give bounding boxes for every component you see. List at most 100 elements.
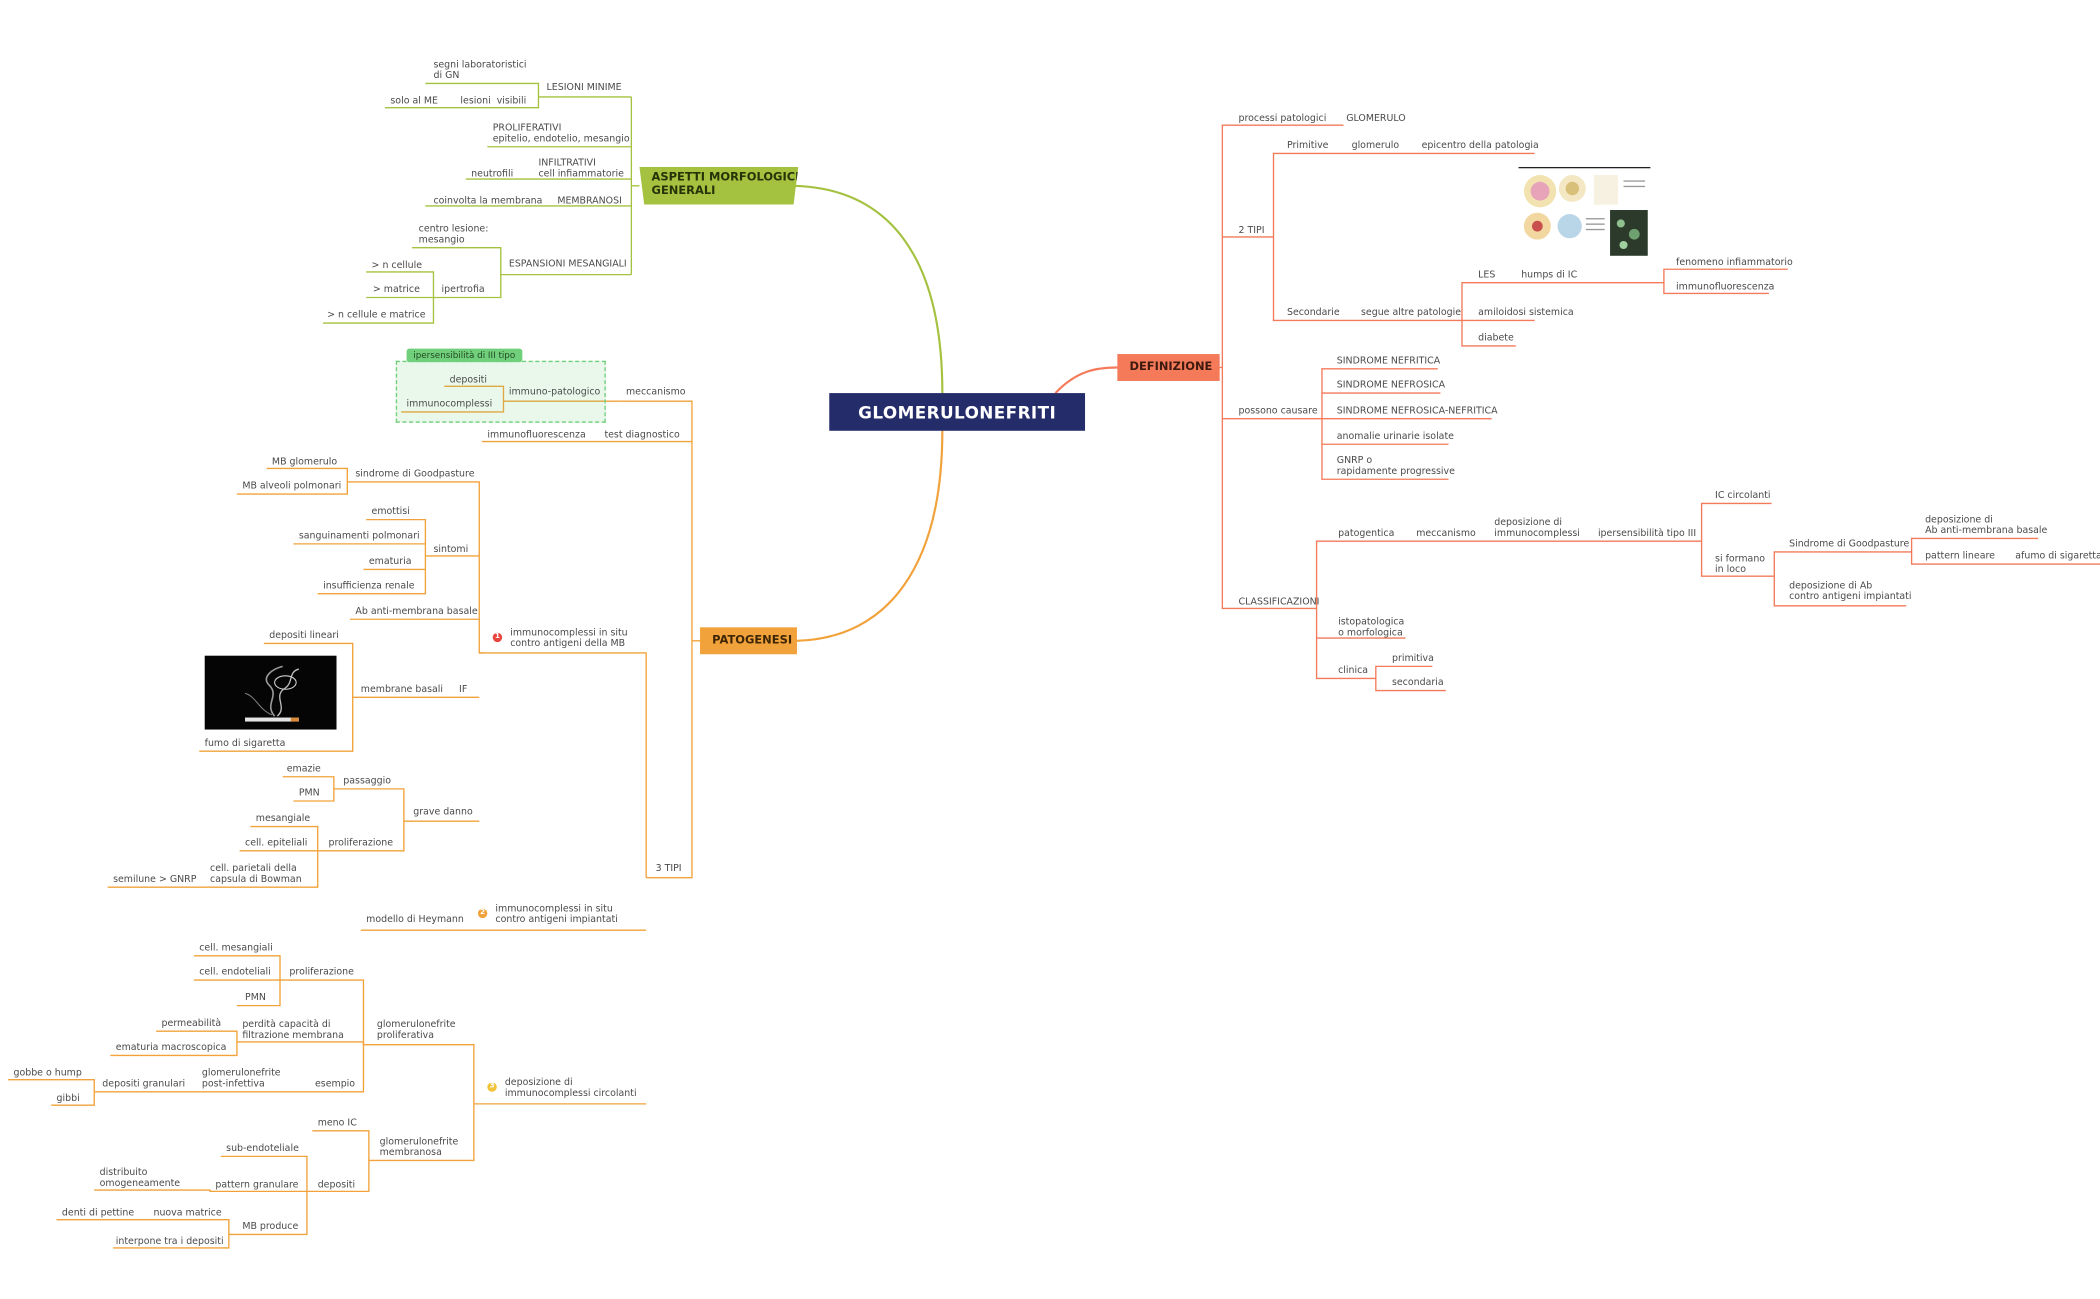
node-les[interactable]: LES	[1478, 269, 1496, 281]
node-ematuria-macro[interactable]: ematuria macroscopica	[115, 1041, 227, 1053]
node-passaggio[interactable]: passaggio	[343, 775, 391, 787]
node-meccanismo[interactable]: meccanismo	[625, 386, 686, 398]
node-cell-parietali[interactable]: cell. parietali della capsula di Bowman	[210, 862, 302, 885]
node-depositi[interactable]: depositi	[449, 374, 488, 386]
node-immunofluorescenza-def[interactable]: immunofluorescenza	[1676, 281, 1775, 293]
node-pattern-lineare[interactable]: pattern lineare	[1925, 550, 1995, 562]
node-modello-heymann[interactable]: modello di Heymann	[366, 914, 464, 925]
node-lesioni-minime[interactable]: LESIONI MINIME	[546, 82, 622, 93]
node-semilune[interactable]: semilune > GNRP	[113, 873, 197, 885]
node-depositi-granulari[interactable]: depositi granulari	[102, 1078, 186, 1090]
node-tipo2[interactable]: immunocomplessi in situ contro antigeni …	[495, 903, 618, 925]
node-si-formano[interactable]: si formano in loco	[1715, 553, 1766, 575]
node-neutrofili[interactable]: neutrofili	[471, 168, 514, 180]
topic-patogenesi[interactable]: PATOGENESI	[700, 627, 797, 655]
node-meno-ic[interactable]: meno IC	[317, 1117, 357, 1129]
node-primitiva[interactable]: primitiva	[1391, 652, 1434, 664]
node-espansioni-mesangiali[interactable]: ESPANSIONI MESANGIALI	[508, 258, 627, 270]
node-sindrome-goodpasture[interactable]: sindrome di Goodpasture	[355, 468, 475, 480]
node-ipertrofia[interactable]: ipertrofia	[441, 284, 485, 295]
node-nuova-matrice[interactable]: nuova matrice	[153, 1207, 222, 1219]
node-test-diagnostico[interactable]: test diagnostico	[604, 429, 680, 441]
node-clinica[interactable]: clinica	[1338, 665, 1369, 676]
node-cell-epiteliali[interactable]: cell. epiteliali	[245, 837, 308, 849]
node-deposizione-immunocomplessi[interactable]: deposizione di immunocomplessi	[1494, 516, 1580, 539]
node-emazie[interactable]: emazie	[286, 763, 321, 775]
node-membranosi[interactable]: MEMBRANOSI	[557, 195, 622, 206]
node-proliferazione-3[interactable]: proliferazione	[289, 966, 354, 978]
node-tipo1[interactable]: immunocomplessi in situ contro antigeni …	[510, 627, 628, 649]
node-epicentro[interactable]: epicentro della patologia	[1421, 140, 1539, 151]
node-pattern-granulare[interactable]: pattern granulare	[215, 1179, 299, 1191]
node-amiloidosi[interactable]: amiloidosi sistemica	[1478, 306, 1574, 318]
label-ipersensibilita-iii[interactable]: ipersensibilità di III tipo	[406, 348, 522, 363]
node-proliferazione-1[interactable]: proliferazione	[328, 837, 394, 849]
node-centro-lesione[interactable]: centro lesione: mesangio	[418, 223, 489, 246]
node-anomalie-urinarie[interactable]: anomalie urinarie isolate	[1336, 430, 1454, 442]
node-processi-patologici[interactable]: processi patologici	[1238, 113, 1327, 124]
node-segue-altre[interactable]: segue altre patologie	[1361, 306, 1462, 318]
node-emottisi[interactable]: emottisi	[371, 506, 410, 517]
node-sindrome-nefrosica[interactable]: SINDROME NEFROSICA	[1336, 379, 1446, 391]
node-gibbi[interactable]: gibbi	[56, 1093, 80, 1104]
node-post-infettiva[interactable]: glomerulonefrite post-infettiva	[201, 1067, 281, 1090]
node-immunofluorescenza[interactable]: immunofluorescenza	[487, 429, 586, 441]
node-ic-circolanti[interactable]: IC circolanti	[1715, 490, 1771, 501]
node-possono-causare[interactable]: possono causare	[1238, 405, 1318, 416]
node-istopatologica[interactable]: istopatologica o morfologica	[1338, 616, 1405, 639]
node-depositi-3[interactable]: depositi	[317, 1179, 356, 1191]
topic-definizione[interactable]: DEFINIZIONE	[1117, 354, 1220, 381]
node-pmn-1[interactable]: PMN	[298, 787, 320, 799]
node-deposizione-ab-impiantati[interactable]: deposizione di Ab contro antigeni impian…	[1789, 580, 1912, 602]
node-mb-glomerulo[interactable]: MB glomerulo	[271, 456, 338, 468]
node-solo-al-me[interactable]: solo al ME	[390, 95, 438, 107]
node-patogentica[interactable]: patogentica	[1338, 527, 1395, 539]
topic-aspetti-morfologici[interactable]: ASPETTI MORFOLOGICI GENERALI	[639, 166, 799, 205]
node-cell-mesangiali[interactable]: cell. mesangiali	[199, 942, 273, 954]
node-n-cellule-matrice[interactable]: > n cellule e matrice	[327, 309, 426, 321]
node-humps[interactable]: humps di IC	[1521, 269, 1578, 281]
node-membrane-basali[interactable]: membrane basali	[360, 683, 444, 695]
node-classificazioni[interactable]: CLASSIFICAZIONI	[1238, 596, 1320, 608]
node-infiltrativi[interactable]: INFILTRATIVI cell infiammatorie	[538, 157, 624, 180]
node-gnrp[interactable]: GNRP o rapidamente progressive	[1336, 455, 1455, 477]
node-mb-produce[interactable]: MB produce	[242, 1221, 299, 1232]
node-glomerulo[interactable]: glomerulo	[1351, 140, 1400, 151]
node-interpone[interactable]: interpone tra i depositi	[115, 1235, 224, 1247]
node-sintomi[interactable]: sintomi	[433, 543, 469, 555]
node-cell-endoteliali[interactable]: cell. endoteliali	[199, 966, 271, 978]
node-grave-danno[interactable]: grave danno	[413, 806, 473, 818]
node-gn-membranosa[interactable]: glomerulonefrite membranosa	[379, 1136, 459, 1158]
node-afumo-sigaretta[interactable]: afumo di sigaretta	[2015, 550, 2100, 562]
node-ipersensibilita-tipo-iii[interactable]: ipersensibilità tipo III	[1597, 527, 1697, 539]
root-topic[interactable]: GLOMERULONEFRITI	[829, 393, 1086, 431]
node-diabete[interactable]: diabete	[1478, 332, 1514, 344]
node-if[interactable]: IF	[459, 683, 468, 695]
node-sindrome-nefrosica-nefritica[interactable]: SINDROME NEFROSICA-NEFRITICA	[1336, 405, 1498, 416]
node-ematuria[interactable]: ematuria	[368, 555, 412, 567]
node-deposizione-ab[interactable]: deposizione di Ab anti-membrana basale	[1925, 514, 2048, 536]
node-glomerulo-caps[interactable]: GLOMERULO	[1346, 113, 1406, 124]
node-depositi-lineari[interactable]: depositi lineari	[269, 630, 339, 641]
node-sindrome-nefritica[interactable]: SINDROME NEFRITICA	[1336, 355, 1441, 367]
node-esempio[interactable]: esempio	[315, 1078, 356, 1090]
node-pmn-3[interactable]: PMN	[245, 992, 266, 1003]
node-sanguinamenti[interactable]: sanguinamenti polmonari	[298, 530, 420, 542]
node-ab-anti-membrana[interactable]: Ab anti-membrana basale	[355, 605, 478, 617]
node-fenomeno[interactable]: fenomeno infiammatorio	[1676, 257, 1793, 268]
node-3-tipi[interactable]: 3 TIPI	[655, 862, 682, 874]
node-distribuito[interactable]: distribuito omogeneamente	[99, 1167, 181, 1189]
node-immunocomplessi[interactable]: immunocomplessi	[406, 398, 493, 410]
node-coinvolta-membrana[interactable]: coinvolta la membrana	[433, 195, 543, 206]
node-mb-alveoli[interactable]: MB alveoli polmonari	[242, 480, 342, 492]
node-denti-pettine[interactable]: denti di pettine	[61, 1207, 135, 1219]
node-sindrome-goodpasture-def[interactable]: Sindrome di Goodpasture	[1789, 538, 1910, 550]
node-meccanismo-def[interactable]: meccanismo	[1416, 527, 1476, 539]
node-mesangiale[interactable]: mesangiale	[255, 813, 311, 824]
node-gobbe-hump[interactable]: gobbe o hump	[13, 1067, 82, 1079]
node-secondaria[interactable]: secondaria	[1391, 677, 1444, 688]
node-sub-endoteliale[interactable]: sub-endoteliale	[226, 1142, 299, 1154]
node-fumo-sigaretta[interactable]: fumo di sigaretta	[204, 737, 286, 749]
node-permeabilita[interactable]: permeabilità	[161, 1017, 222, 1029]
node-perdita-capacita[interactable]: perdità capacità di filtrazione membrana	[242, 1019, 344, 1041]
